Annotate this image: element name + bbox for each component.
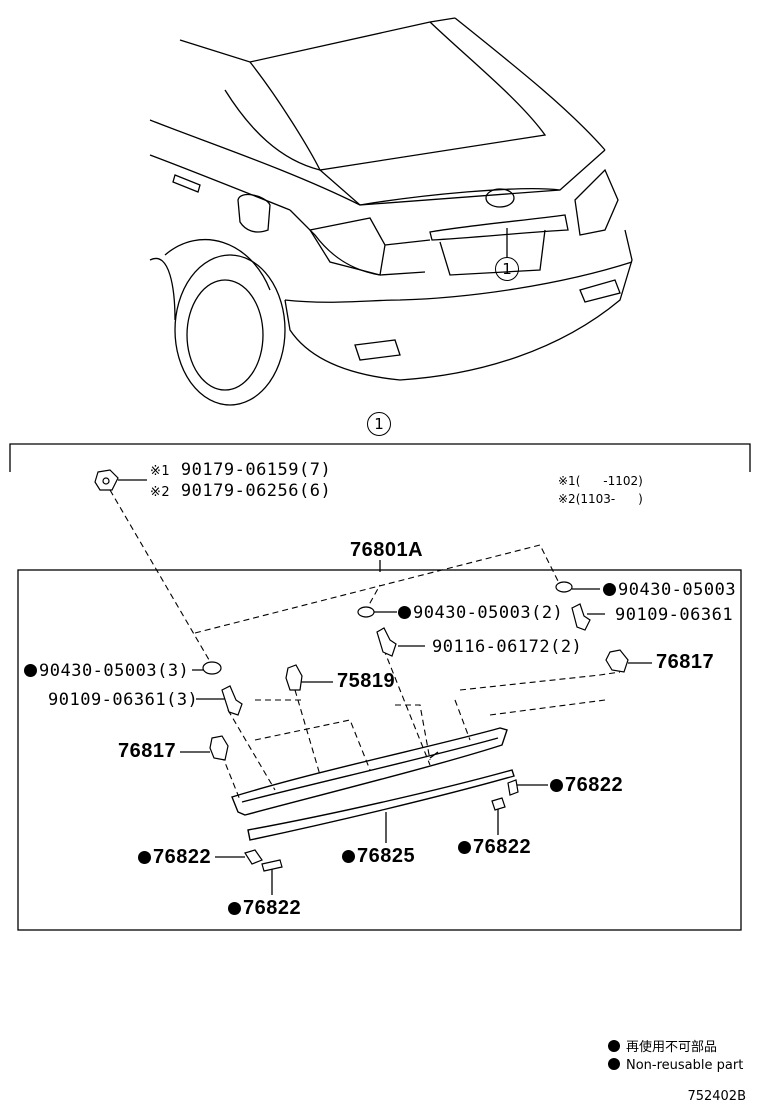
- label-90109-right: 90109-06361: [615, 605, 734, 625]
- nut-a-marker: ※1: [150, 464, 171, 479]
- note-2: ※2(1103- ): [558, 492, 643, 506]
- non-reusable-dot-icon: [24, 664, 37, 677]
- label-90430-right: 90430-05003: [603, 580, 736, 600]
- label-nut-b: ※2 90179-06256(6): [150, 481, 331, 503]
- label-assembly: 76801A: [350, 539, 424, 561]
- non-reusable-dot-icon: [342, 850, 355, 863]
- note-1: ※1( -1102): [558, 474, 643, 488]
- note-1-marker: ※1: [558, 474, 576, 488]
- callout-number-1-section: 1: [367, 412, 391, 436]
- label-76817-left: 76817: [118, 740, 177, 762]
- callout-number-1-car: 1: [495, 257, 519, 281]
- partno-76825: 76825: [357, 845, 416, 867]
- legend-jp-text: 再使用不可部品: [626, 1040, 718, 1055]
- partno-76822-bottom: 76822: [243, 897, 302, 919]
- partno-76822-left-upper: 76822: [153, 846, 212, 868]
- car-rear-illustration: [149, 17, 633, 406]
- label-76825: 76825: [342, 846, 415, 866]
- nut-a-partno: 90179-06159(7): [180, 460, 332, 480]
- partno-90430-mid: 90430-05003(2): [413, 603, 564, 623]
- legend-en-text: Non-reusable part: [626, 1058, 744, 1073]
- label-76822-left-upper: 76822: [138, 847, 211, 867]
- diagram-code: 752402B: [687, 1089, 746, 1104]
- nut-b-marker: ※2: [150, 485, 171, 500]
- label-90109-left: 90109-06361(3): [48, 690, 199, 710]
- label-75819: 75819: [337, 670, 396, 692]
- non-reusable-dot-icon: [398, 606, 411, 619]
- garnish-part: [231, 727, 515, 841]
- non-reusable-dot-icon: [550, 779, 563, 792]
- non-reusable-dot-icon: [603, 583, 616, 596]
- label-nut-a: ※1 90179-06159(7): [150, 460, 331, 482]
- nut-b-partno: 90179-06256(6): [180, 481, 332, 501]
- label-90430-mid: 90430-05003(2): [398, 603, 563, 623]
- non-reusable-dot-icon: [608, 1058, 620, 1070]
- note-2-marker: ※2: [558, 492, 576, 506]
- label-76817-right: 76817: [656, 651, 715, 673]
- label-90116: 90116-06172(2): [432, 637, 583, 657]
- leader-lines-solid: [118, 479, 652, 895]
- note-2-range: (1103- ): [575, 492, 643, 506]
- partno-90430-right: 90430-05003: [618, 580, 737, 600]
- partno-76822-right-lower: 76822: [473, 836, 532, 858]
- label-76822-right-upper: 76822: [550, 775, 623, 795]
- non-reusable-dot-icon: [458, 841, 471, 854]
- label-90430-left: 90430-05003(3): [24, 661, 189, 681]
- legend-japanese: 再使用不可部品: [608, 1036, 717, 1055]
- fastener-parts: [94, 469, 629, 872]
- label-76822-bottom: 76822: [228, 898, 301, 918]
- label-76822-right-lower: 76822: [458, 837, 531, 857]
- legend-english: Non-reusable part: [608, 1058, 743, 1073]
- partno-90430-left: 90430-05003(3): [39, 661, 190, 681]
- note-1-range: ( -1102): [575, 474, 643, 488]
- non-reusable-dot-icon: [138, 851, 151, 864]
- partno-76822-right-upper: 76822: [565, 774, 624, 796]
- non-reusable-dot-icon: [608, 1040, 620, 1052]
- non-reusable-dot-icon: [228, 902, 241, 915]
